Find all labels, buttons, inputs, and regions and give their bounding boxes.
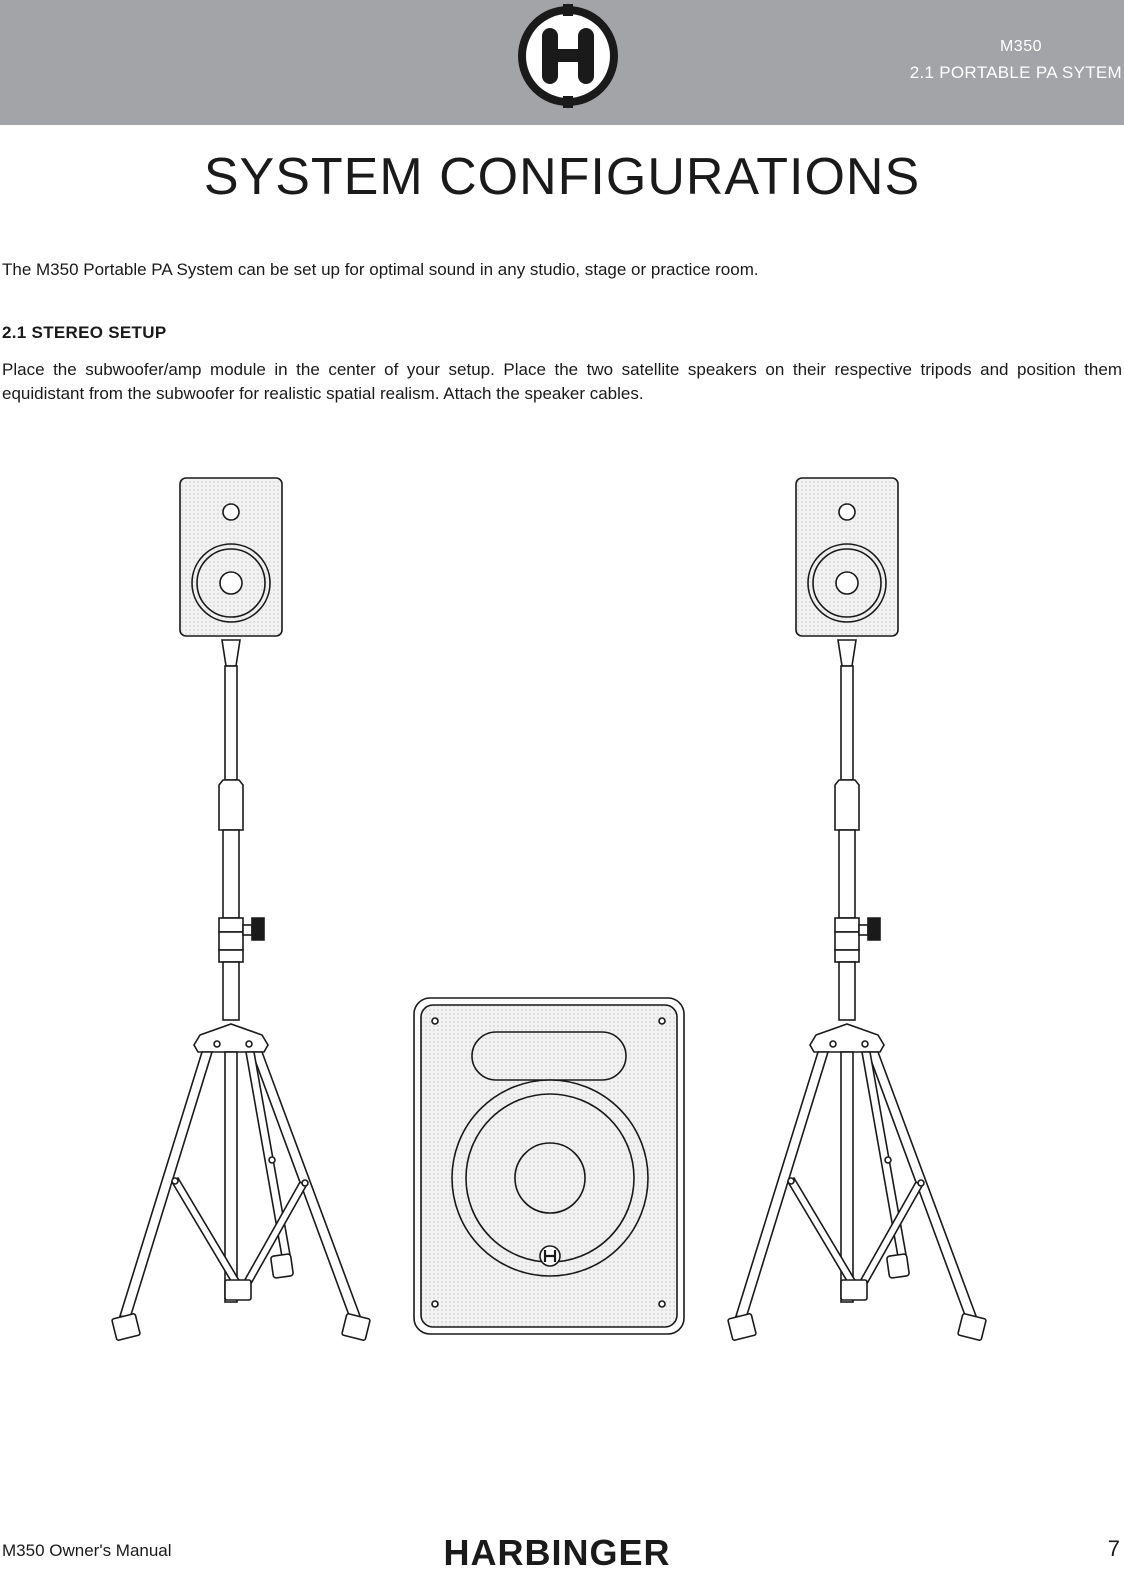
harbinger-logo-icon xyxy=(518,4,618,108)
page-title: SYSTEM CONFIGURATIONS xyxy=(203,148,921,206)
right-speaker-tripod xyxy=(727,477,987,1341)
stereo-setup-illustration xyxy=(111,477,987,1341)
section-body: Place the subwoofer/amp module in the ce… xyxy=(2,360,1122,403)
svg-text:HARBINGER: HARBINGER xyxy=(443,1535,670,1571)
subwoofer-amp-module xyxy=(413,997,685,1335)
left-speaker-tripod xyxy=(111,477,371,1341)
manual-title: M350 Owner's Manual xyxy=(2,1541,172,1560)
harbinger-wordmark: HARBINGER xyxy=(443,1535,670,1571)
right-satellite-speaker xyxy=(795,477,899,637)
model-name: M350 xyxy=(999,38,1042,55)
intro-paragraph: The M350 Portable PA System can be set u… xyxy=(2,260,759,279)
left-satellite-speaker xyxy=(179,477,283,637)
section-heading: 2.1 STEREO SETUP xyxy=(2,323,167,342)
page-number: 7 xyxy=(1107,1536,1120,1561)
product-subtitle: 2.1 PORTABLE PA SYTEM xyxy=(909,63,1122,82)
page-header: M350 2.1 PORTABLE PA SYTEM xyxy=(0,0,1124,125)
